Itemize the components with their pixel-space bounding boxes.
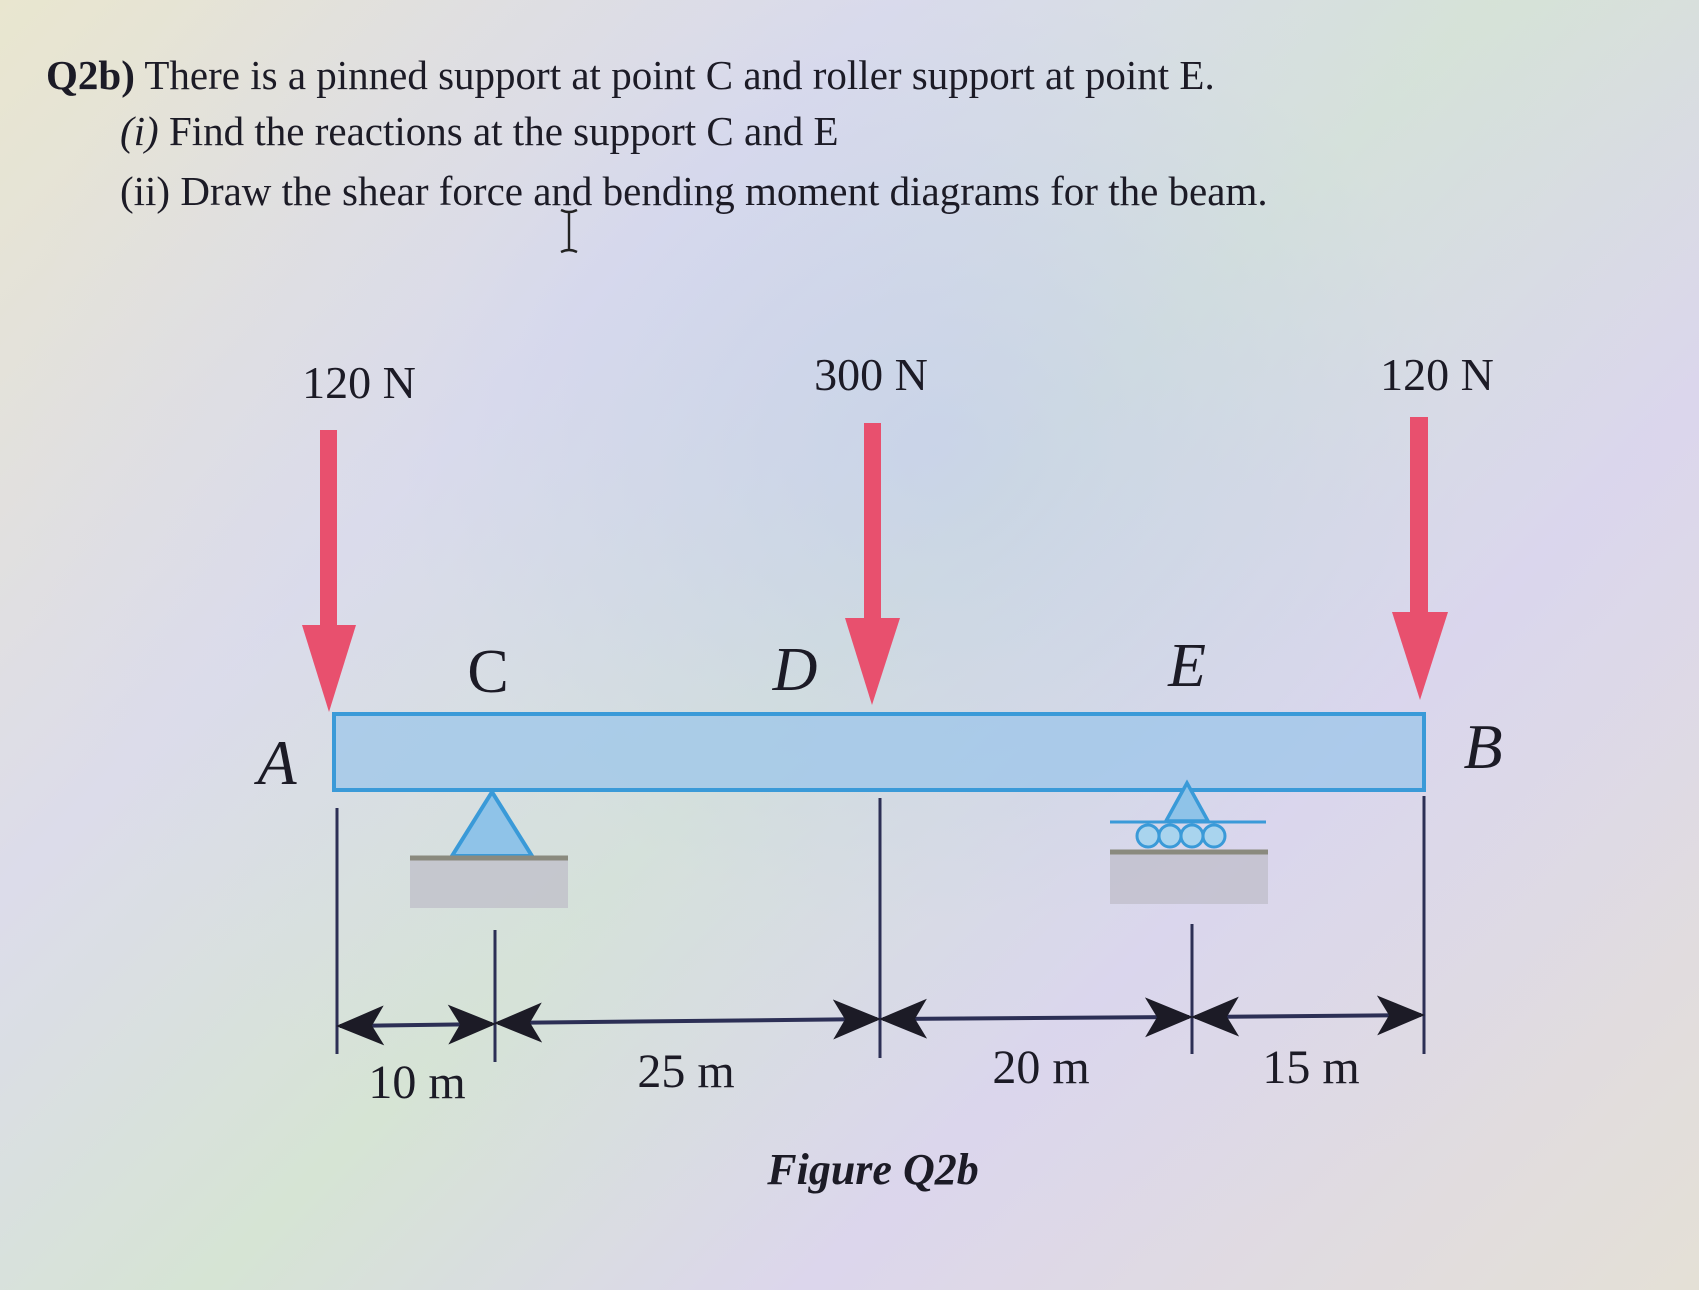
dimension-label-eb: 15 m <box>1262 1041 1359 1094</box>
beam <box>332 712 1426 792</box>
text-cursor-icon <box>560 208 578 254</box>
load-arrow-b-icon <box>1392 417 1448 700</box>
question-intro: Q2b) There is a pinned support at point … <box>46 48 1215 103</box>
question-label: Q2b) <box>46 52 135 98</box>
dimension-lines <box>336 995 1425 1046</box>
load-label-a: 120 N <box>302 357 416 408</box>
load-label-b: 120 N <box>1380 349 1494 400</box>
point-label-d: D <box>772 636 818 704</box>
question-part-ii: (ii) Draw the shear force and bending mo… <box>120 164 1268 219</box>
figure-caption: Figure Q2b <box>766 1145 978 1194</box>
part-marker: (i) <box>120 108 159 154</box>
point-label-e: E <box>1167 632 1206 700</box>
point-label-b: B <box>1463 711 1502 782</box>
point-label-a: A <box>253 727 297 798</box>
question-part-i: (i) Find the reactions at the support C … <box>120 104 839 159</box>
point-label-c: C <box>467 638 508 706</box>
dimension-label-de: 20 m <box>992 1041 1089 1094</box>
roller-support-e-icon <box>1110 779 1268 904</box>
load-label-d: 300 N <box>814 349 928 400</box>
part-marker: (ii) <box>120 168 171 214</box>
part-text: Draw the shear force and bending moment … <box>180 168 1268 214</box>
dimension-label-cd: 25 m <box>637 1045 734 1098</box>
part-text: Find the reactions at the support C and … <box>168 108 839 154</box>
load-arrow-d-icon <box>845 423 900 705</box>
question-intro-text: There is a pinned support at point C and… <box>144 52 1215 98</box>
load-arrow-a-icon <box>302 430 356 712</box>
pinned-support-c-icon <box>410 788 568 908</box>
dimension-label-ac: 10 m <box>368 1056 465 1109</box>
